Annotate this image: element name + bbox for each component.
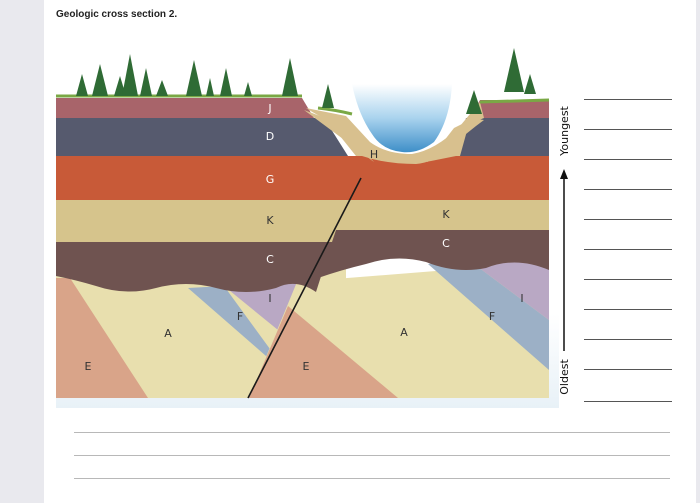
label-F-right: F: [489, 310, 495, 323]
layer-D-right: [456, 118, 549, 156]
label-E-left: E: [85, 360, 92, 373]
layer-C-left: [56, 242, 332, 292]
answer-line[interactable]: [584, 339, 672, 340]
answer-line[interactable]: [584, 249, 672, 250]
answer-line[interactable]: [584, 159, 672, 160]
valley-fill-H-lower: [324, 116, 470, 161]
answer-line[interactable]: [584, 99, 672, 100]
layer-F-right: [428, 258, 549, 370]
layer-G: [56, 156, 549, 200]
age-scale: Youngest Oldest: [558, 105, 571, 395]
writing-line[interactable]: [74, 455, 670, 456]
scale-youngest: Youngest: [558, 105, 571, 156]
label-G-left: G: [266, 173, 275, 186]
layer-E-right: [249, 306, 398, 398]
label-K-left: K: [266, 214, 274, 227]
layer-I-right: [466, 252, 549, 320]
label-A-right: A: [400, 326, 408, 339]
label-D-left: D: [266, 130, 274, 143]
label-K-right: K: [442, 208, 450, 221]
fault-line: [247, 177, 362, 399]
answer-line[interactable]: [584, 219, 672, 220]
answer-line[interactable]: [584, 189, 672, 190]
page-title: Geologic cross section 2.: [56, 9, 178, 20]
label-I-right: I: [520, 292, 523, 305]
answer-line[interactable]: [584, 309, 672, 310]
layer-K-right: [332, 200, 549, 230]
label-C-right: C: [442, 237, 450, 250]
label-H: H: [370, 148, 378, 161]
label-E-right: E: [303, 360, 310, 373]
geologic-cross-section: J D G C K I A F E H K I A F E C: [56, 30, 559, 408]
layer-F-left: [188, 286, 278, 363]
layer-D-left: [56, 118, 348, 156]
arrow-head-icon: [560, 169, 568, 179]
writing-line[interactable]: [74, 432, 670, 433]
layer-J-right: [470, 100, 549, 118]
label-F-left: F: [237, 310, 243, 323]
layer-J-left: [56, 98, 314, 118]
answer-line[interactable]: [584, 401, 672, 402]
answer-line[interactable]: [584, 279, 672, 280]
label-J-left: J: [267, 102, 271, 115]
label-A-left: A: [164, 327, 172, 340]
answer-lines: [584, 0, 674, 420]
answer-line[interactable]: [584, 369, 672, 370]
answer-line[interactable]: [584, 129, 672, 130]
scale-oldest: Oldest: [558, 359, 571, 395]
writing-line[interactable]: [74, 478, 670, 479]
layer-K-left: [56, 200, 346, 242]
label-C-left: C: [266, 253, 274, 266]
trees: [76, 48, 536, 114]
layer-C-right: [318, 230, 549, 278]
water: [352, 84, 452, 153]
label-I-left: I: [268, 292, 271, 305]
layer-E-left: [56, 278, 148, 398]
